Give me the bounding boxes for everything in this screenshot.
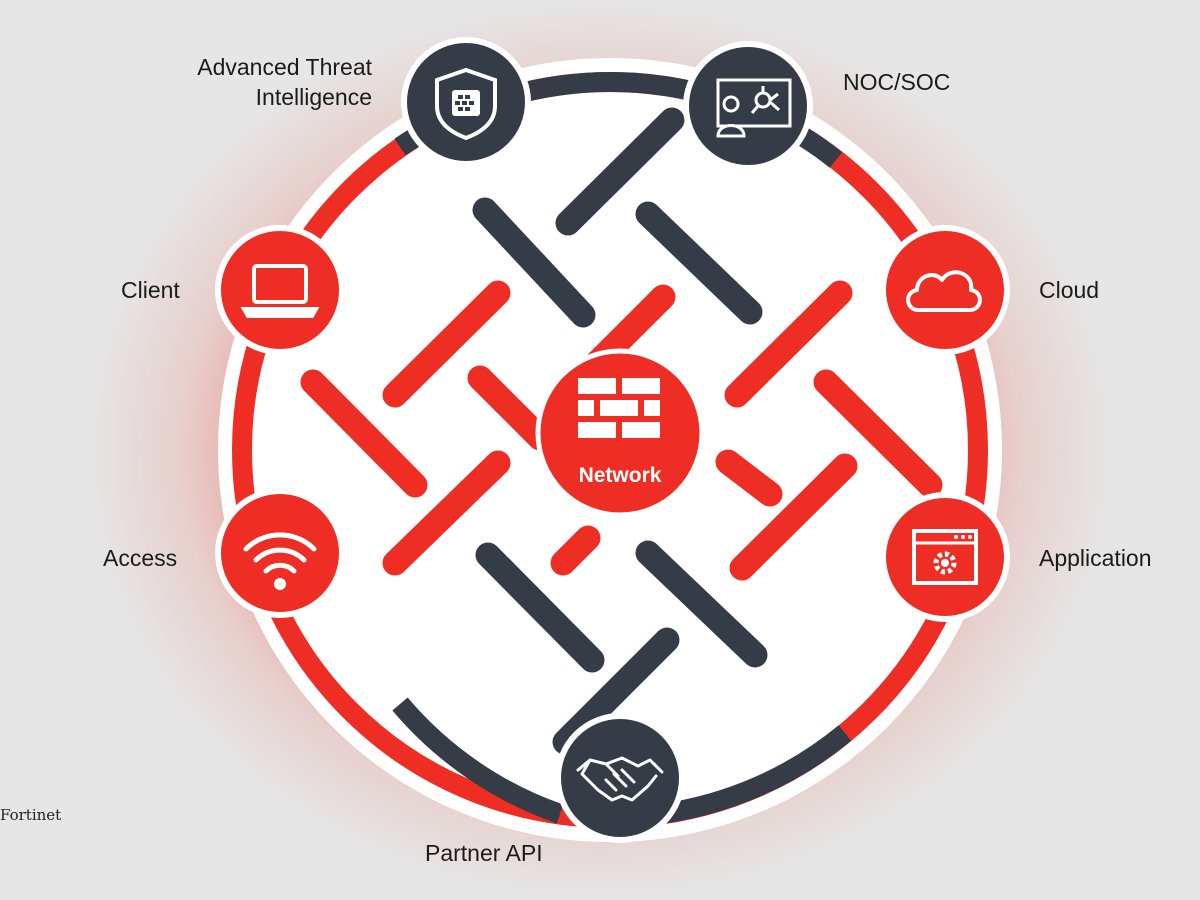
label-noc-soc: NOC/SOC <box>843 69 951 95</box>
ring-dark-segments <box>392 71 852 824</box>
wifi-icon <box>243 532 317 590</box>
label-advanced-threat-line1: Advanced Threat <box>197 54 372 80</box>
label-cloud: Cloud <box>1039 277 1100 303</box>
label-access: Access <box>103 545 178 571</box>
app-window-gear-icon <box>912 529 978 585</box>
node-advanced-threat <box>401 37 531 167</box>
node-application <box>880 492 1010 622</box>
node-access <box>215 488 345 618</box>
label-advanced-threat-line2: Intelligence <box>255 84 372 110</box>
node-cloud <box>880 225 1010 355</box>
monitor-operator-icon <box>716 78 792 138</box>
credit-text: Fortinet <box>0 806 62 824</box>
node-client <box>215 225 345 355</box>
node-partner-api <box>555 713 685 843</box>
laptop-icon <box>240 264 320 318</box>
weave-dark-bars <box>472 107 768 755</box>
node-noc-soc <box>683 41 813 171</box>
label-application: Application <box>1039 545 1152 571</box>
shield-icon <box>435 67 497 141</box>
label-advanced-threat: Advanced Threat Intelligence <box>150 52 372 112</box>
label-client: Client <box>121 277 180 303</box>
cloud-icon <box>906 270 982 312</box>
handshake-icon <box>576 756 664 802</box>
network-node: Network <box>535 348 705 518</box>
label-partner-api: Partner API <box>425 840 543 866</box>
network-label: Network <box>579 464 662 487</box>
firewall-brick-icon <box>578 378 660 438</box>
